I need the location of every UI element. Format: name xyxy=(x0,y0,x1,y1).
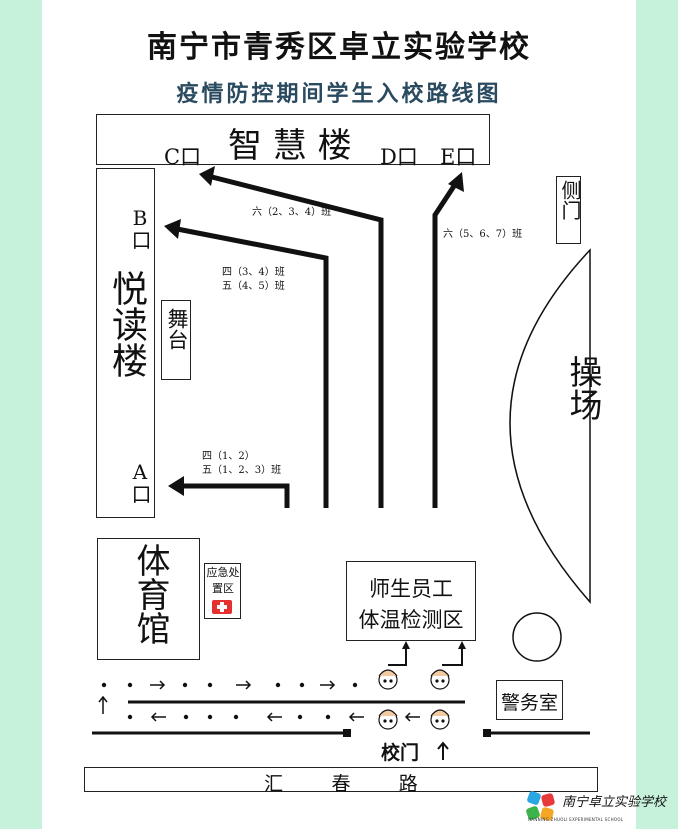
yuedu-building-label: 悦读楼 xyxy=(106,270,147,378)
logo-text: 南宁卓立实验学校 xyxy=(562,795,667,810)
route-2-path xyxy=(171,225,329,508)
to-check-arrow-right xyxy=(442,645,463,666)
entrance-a-label: A口 xyxy=(128,460,152,504)
police-room-label: 警务室 xyxy=(500,692,558,714)
route-2-arrowhead xyxy=(164,219,181,239)
zhihui-building-label: 智 慧 楼 xyxy=(228,126,352,166)
gym xyxy=(97,538,200,660)
outbound-lane-dots xyxy=(127,714,331,720)
route-1-label-line1: 四（1、2） xyxy=(202,451,255,462)
inbound-lane-arrows xyxy=(150,680,336,690)
gym-label: 体育馆 xyxy=(130,543,170,645)
entrance-c-label: C口 xyxy=(164,145,202,169)
page-title: 南宁市青秀区卓立实验学校 xyxy=(147,30,531,65)
playground-boundary xyxy=(509,248,591,604)
route-3-path xyxy=(207,173,384,508)
right-margin-strip xyxy=(636,0,678,829)
route-3-arrowhead xyxy=(199,166,215,186)
side-gate-label: 侧门 xyxy=(558,180,582,220)
emergency-area-label: 应急处置区 xyxy=(206,566,240,595)
to-check-arrow-left xyxy=(388,645,407,666)
yuedu-building xyxy=(96,168,155,518)
page-subtitle: 疫情防控期间学生入校路线图 xyxy=(176,82,502,107)
student-face-icon xyxy=(430,669,450,690)
first-aid-icon xyxy=(212,600,232,614)
route-1-label-line2: 五（1、2、3）班 xyxy=(202,465,282,476)
outbound-lane-arrows xyxy=(150,712,420,722)
round-feature xyxy=(512,612,562,662)
temperature-check-label-line2: 体温检测区 xyxy=(358,608,464,632)
entrance-b-label: B口 xyxy=(128,206,152,250)
entrance-d-label: D口 xyxy=(380,145,418,169)
temperature-check-label-line1: 师生员工 xyxy=(369,577,453,601)
route-4-path xyxy=(432,178,461,508)
student-face-icon xyxy=(378,709,398,730)
route-2-label-line1: 四（3、4）班 xyxy=(222,267,285,278)
student-face-icon xyxy=(430,709,450,730)
route-4-arrowhead xyxy=(448,172,464,192)
road-label: 汇 春 路 xyxy=(264,773,418,795)
gate-entry-arrow xyxy=(437,741,449,760)
stage xyxy=(161,300,191,380)
route-4-label: 六（5、6、7）班 xyxy=(443,229,523,240)
zhihui-building xyxy=(96,114,490,165)
entrance-e-label: E口 xyxy=(440,145,477,169)
left-up-arrow xyxy=(98,695,108,714)
route-1-path xyxy=(175,483,290,508)
route-1-arrowhead xyxy=(168,476,184,496)
left-margin-strip xyxy=(0,0,42,829)
playground-label: 操场 xyxy=(564,355,603,421)
logo-subtext: NANNING ZHUOLI EXPERIMENTAL SCHOOL xyxy=(528,817,624,822)
side-gate xyxy=(556,176,581,244)
inbound-lane-dots xyxy=(101,682,358,688)
student-face-icon xyxy=(378,669,398,690)
route-2-label-line2: 五（4、5）班 xyxy=(222,281,285,292)
stage-label: 舞台 xyxy=(165,308,189,350)
huichun-road xyxy=(84,767,598,792)
temperature-check-area xyxy=(346,561,476,641)
logo-mark-icon xyxy=(526,791,555,821)
police-room xyxy=(496,680,563,720)
school-gate-label: 校门 xyxy=(381,742,420,764)
route-3-label: 六（2、3、4）班 xyxy=(252,207,332,218)
school-logo: 南宁卓立实验学校 NANNING ZHUOLI EXPERIMENTAL SCH… xyxy=(524,788,674,826)
